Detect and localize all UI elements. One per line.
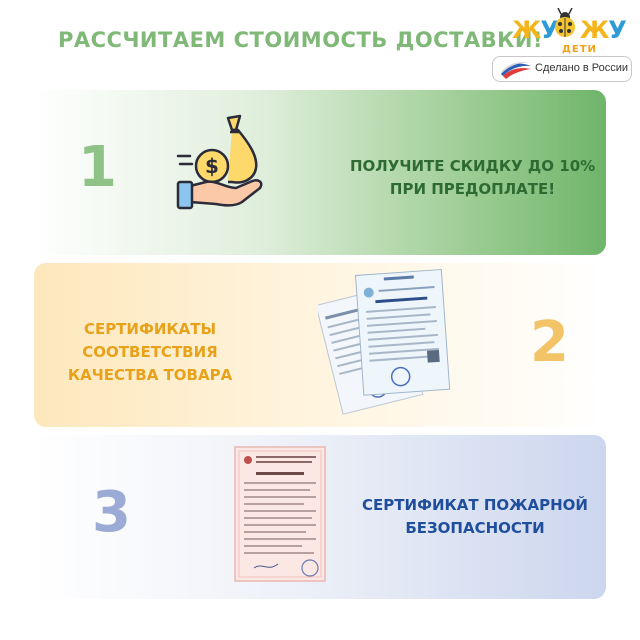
- step-number-2: 2: [530, 310, 569, 375]
- ladybug-icon: [555, 8, 575, 37]
- page-title: Рассчитаем стоимость доставки!: [58, 28, 543, 52]
- certificate-documents-icon: [318, 268, 451, 415]
- discount-text: Получите скидку до 10% при предоплате!: [350, 157, 596, 198]
- discount-card: [34, 90, 606, 255]
- logo-subtitle: ДЕТИ: [562, 44, 597, 55]
- russia-flag-swoosh-icon: [501, 62, 531, 79]
- svg-text:$: $: [205, 154, 219, 178]
- made-in-russia-label: Сделано в России: [535, 62, 629, 74]
- made-in-russia-badge: Сделано в России: [492, 56, 632, 82]
- step-number-1: 1: [78, 135, 117, 200]
- fire-safety-certificate-icon: [234, 446, 326, 582]
- quality-certificates-card: [34, 263, 606, 427]
- fire-safety-text: Сертификат пожарной безопасности: [362, 496, 588, 537]
- step-number-3: 3: [92, 480, 131, 545]
- quality-certificates-text: Сертификаты соответствия качества товара: [67, 320, 233, 384]
- money-bag-hand-icon: $: [176, 114, 263, 210]
